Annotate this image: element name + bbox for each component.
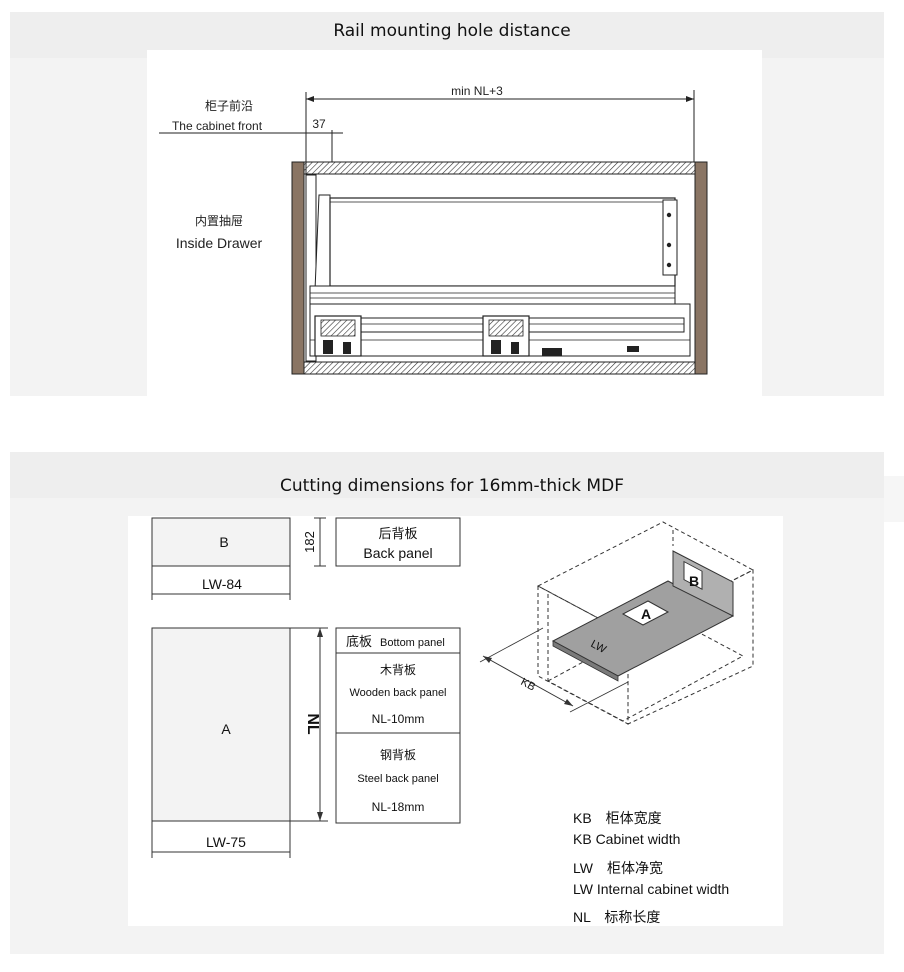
cabinet-right-wall	[694, 161, 708, 375]
legend-lw-cn: LW 柜体净宽	[573, 860, 663, 876]
back-panel-box	[335, 517, 461, 567]
legend-kb-en: KB Cabinet width	[573, 831, 680, 847]
dim-37-label: 37	[312, 117, 326, 131]
back-panel-en: Back panel	[363, 545, 432, 561]
iso-kb-label: KB	[519, 676, 538, 693]
mounting-block-front-foot-2	[343, 342, 351, 354]
dim-min-arrow-left	[306, 96, 314, 102]
back-panel-cn: 后背板	[378, 526, 417, 541]
steel-back-en: Steel back panel	[357, 773, 438, 785]
mounting-block-front-foot	[323, 340, 333, 354]
cabinet-front-en-label: The cabinet front	[172, 119, 263, 133]
iso-bottom-panel-front	[552, 640, 619, 682]
mounting-block-mid-foot	[491, 340, 501, 354]
panel-a-arrow-top	[317, 628, 323, 637]
inside-drawer-en-label: Inside Drawer	[176, 235, 263, 251]
iso-kb-arrow-1	[483, 656, 492, 663]
bracket-hole-1	[666, 212, 672, 218]
panel-a-rect	[151, 627, 291, 822]
cabinet-front-cn-label: 柜子前沿	[205, 98, 253, 113]
panel-a-width-label: LW-75	[206, 834, 246, 850]
section2-header-band	[10, 452, 884, 498]
drawer-side-panel	[329, 197, 676, 287]
rail-body	[309, 285, 676, 305]
cabinet-left-wall	[291, 161, 305, 375]
panel-b-width-label: LW-84	[202, 576, 242, 592]
iso-a-label: A	[641, 606, 651, 622]
iso-kb-ext-2	[569, 681, 629, 713]
iso-kb-dim-line	[482, 655, 574, 707]
bottom-panel-cn: 底板	[346, 634, 372, 649]
cutting-dimensions-diagram: B 182 LW-84 后背板 Back panel A NL LW-75 底板…	[151, 517, 755, 925]
inside-drawer-cn-label: 内置抽屉	[195, 214, 243, 228]
dim-min-arrow-right	[686, 96, 694, 102]
bracket-hole-2	[666, 242, 672, 248]
section2-title: Cutting dimensions for 16mm-thick MDF	[280, 476, 624, 496]
wooden-back-cn: 木背板	[380, 663, 416, 677]
steel-back-cn: 钢背板	[380, 748, 416, 762]
rear-clip	[542, 348, 562, 356]
cabinet-bottom-wall	[291, 361, 708, 375]
mounting-block-front-holes	[320, 319, 356, 337]
mounting-block-mid-foot-2	[511, 342, 519, 354]
bracket-hole-3	[666, 262, 672, 268]
steel-back-dim: NL-18mm	[372, 800, 425, 814]
panel-a-arrow-bot	[317, 812, 323, 821]
section2-header-tab	[884, 476, 904, 522]
rail-mounting-diagram: 柜子前沿 The cabinet front 内置抽屉 Inside Drawe…	[159, 84, 708, 375]
panel-a-height-label: NL	[304, 713, 321, 735]
mounting-block-mid-holes	[488, 319, 524, 337]
legend-kb-cn: KB 柜体宽度	[573, 810, 662, 826]
panel-b-rect	[151, 517, 291, 567]
cabinet-top-wall	[291, 161, 708, 175]
wooden-back-en: Wooden back panel	[349, 687, 446, 699]
iso-back-label-box	[683, 560, 703, 590]
iso-kb-arrow-2	[564, 699, 573, 706]
legend-nl-cn: NL 标称长度	[573, 909, 660, 925]
panel-b-height-label: 182	[302, 531, 317, 553]
iso-b-label: B	[689, 573, 699, 589]
panel-a-label: A	[221, 721, 231, 737]
iso-a-label-box	[621, 600, 670, 626]
dim-min-label: min NL+3	[451, 84, 503, 98]
section1-title: Rail mounting hole distance	[333, 21, 571, 41]
iso-kb-ext-1	[479, 627, 544, 663]
bottom-panel-en: Bottom panel	[380, 637, 445, 649]
section1-diagram-panel: 柜子前沿 The cabinet front 内置抽屉 Inside Drawe…	[147, 50, 762, 400]
drawer-side-outline	[314, 194, 331, 291]
bottom-panel-table	[335, 627, 461, 824]
wooden-back-dim: NL-10mm	[372, 712, 425, 726]
rear-clip-2	[627, 346, 639, 352]
back-bracket	[662, 199, 678, 276]
legend-lw-en: LW Internal cabinet width	[573, 881, 729, 897]
section2-diagram-panel: B 182 LW-84 后背板 Back panel A NL LW-75 底板…	[128, 516, 783, 926]
panel-b-label: B	[219, 534, 228, 550]
